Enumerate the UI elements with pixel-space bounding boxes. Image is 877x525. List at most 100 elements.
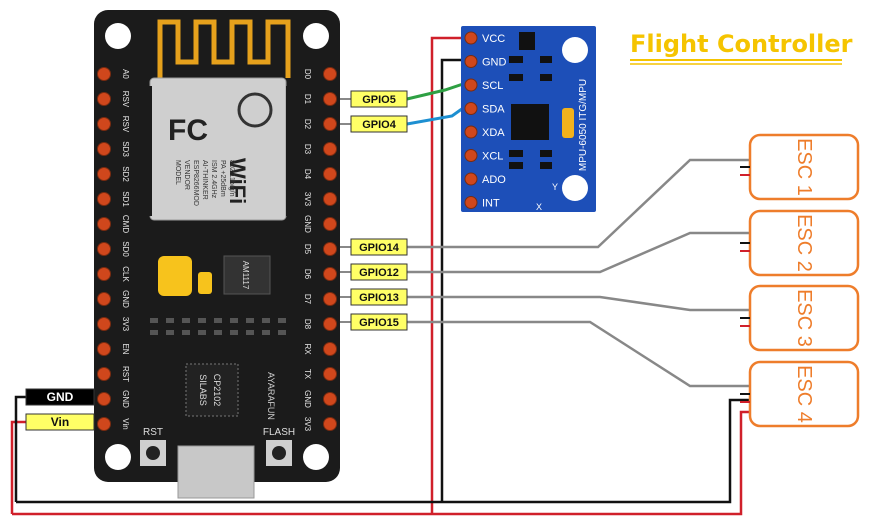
usb-chip-label-1: SILABS — [198, 374, 208, 406]
right-header-pin — [323, 67, 337, 81]
antenna-trace — [157, 19, 291, 78]
mpu-pin — [464, 149, 478, 162]
left-header-pin — [97, 192, 111, 206]
right-header-pin — [323, 167, 337, 181]
regulator-label: AM1117 — [241, 261, 250, 290]
gnd-label-box — [25, 388, 95, 406]
left-pin-label: SD3 — [121, 141, 130, 157]
mpu-pin-label: ADO — [482, 174, 506, 186]
left-header-pin — [97, 367, 111, 381]
right-header-pin — [323, 392, 337, 406]
mpu-pin-label: SCL — [482, 80, 503, 92]
mpu-pin-label: XDA — [482, 127, 505, 139]
right-pin-label: D8 — [303, 319, 312, 330]
right-header-pin — [323, 417, 337, 431]
wire-vcc-mpu — [430, 36, 466, 514]
left-header-pin — [97, 267, 111, 281]
right-pin-label: D4 — [303, 169, 312, 180]
mpu-name: MPU-6050 ITG/MPU — [578, 79, 589, 171]
right-pin-label: D0 — [303, 69, 312, 80]
mpu-pin-label: VCC — [482, 33, 505, 45]
right-pin-label: TX — [303, 369, 312, 380]
left-header-pin — [97, 342, 111, 356]
mpu-regulator — [519, 32, 535, 50]
left-header-pin — [97, 92, 111, 106]
right-pin-label: D3 — [303, 144, 312, 155]
esc-label: ESC 3 — [793, 289, 815, 347]
mpu-pin-label: INT — [482, 198, 500, 210]
left-header-pin — [97, 292, 111, 306]
gpio-label-box — [350, 238, 408, 256]
wire-gpio15-esc4 — [407, 320, 750, 388]
mpu-pin — [464, 78, 478, 92]
module-logo-circle — [237, 92, 273, 128]
right-pin-label: GND — [303, 215, 312, 233]
gpio-label: GPIO4 — [362, 119, 397, 131]
mpu-hole-bottom — [562, 175, 588, 201]
left-pin-label: CLK — [121, 266, 130, 282]
right-pin-label: D7 — [303, 294, 312, 305]
module-text-line: AI-THINKER — [201, 160, 208, 200]
left-pin-label: CMD — [121, 215, 130, 233]
module-pad-right — [286, 86, 298, 216]
wire-gpio12-esc2 — [407, 231, 750, 274]
mpu-hole-top — [562, 37, 588, 63]
right-pin-label: 3V3 — [303, 417, 312, 432]
left-pin-label: RSV — [121, 91, 130, 108]
capacitor-large — [158, 256, 192, 296]
mpu-chip — [511, 104, 549, 140]
left-header-pin — [97, 392, 111, 406]
left-pin-label: RSV — [121, 116, 130, 133]
mpu-pin-label: XCL — [482, 151, 503, 163]
right-pin-label: D1 — [303, 94, 312, 105]
wire-scl — [406, 81, 467, 101]
mount-hole-tr — [303, 23, 329, 49]
right-pin-label: D6 — [303, 269, 312, 280]
flash-label: FLASH — [263, 427, 295, 438]
esc-label: ESC 2 — [793, 214, 815, 272]
mpu6050-board: MPU-6050 ITG/MPU Y X VCCGNDSCLSDAXDAXCLA… — [461, 26, 596, 212]
usb-chip-label-2: CP2102 — [212, 374, 222, 407]
wire-vin — [10, 420, 26, 514]
module-text-line: PA +25dBm — [219, 160, 226, 197]
right-header-pin — [323, 92, 337, 106]
right-pin-label: 3V3 — [303, 192, 312, 207]
right-header-pin — [323, 217, 337, 231]
power-labels: GND Vin — [25, 388, 95, 431]
gpio-label: GPIO14 — [359, 242, 400, 254]
module-pad-left — [140, 86, 152, 216]
left-header-pin — [97, 142, 111, 156]
mount-hole-tl — [105, 23, 131, 49]
flash-button-cap[interactable] — [272, 446, 286, 460]
wire-vin-bus — [12, 410, 750, 516]
wire-gpio14-esc1 — [407, 158, 750, 249]
left-pin-label: GND — [121, 390, 130, 408]
gpio-label: GPIO5 — [362, 94, 396, 106]
gpio-label: GPIO15 — [359, 317, 399, 329]
right-header-pin — [323, 242, 337, 256]
left-header-pin — [97, 317, 111, 331]
fc-logo: FC — [168, 114, 208, 147]
mpu-pin-label: SDA — [482, 104, 505, 116]
left-pin-label: EN — [121, 343, 130, 354]
mpu-pin — [464, 125, 478, 139]
vin-label-box — [25, 413, 95, 431]
mpu-pin — [464, 172, 478, 186]
module-text-line: ISM 2.4GHz — [210, 160, 217, 199]
mpu-pin — [464, 196, 478, 209]
mpu-pin-label: GND — [482, 57, 507, 69]
left-pin-label: 3V3 — [121, 317, 130, 332]
right-pin-label: RX — [303, 343, 312, 355]
left-header-pin — [97, 242, 111, 256]
mpu-crystal — [562, 108, 574, 138]
right-pin-label: GND — [303, 390, 312, 408]
gpio-label-box — [350, 90, 408, 108]
rst-button-cap[interactable] — [146, 446, 160, 460]
right-pin-label: D2 — [303, 119, 312, 130]
left-header-pin — [97, 417, 111, 431]
wifi-logo: WiFi — [225, 158, 250, 204]
